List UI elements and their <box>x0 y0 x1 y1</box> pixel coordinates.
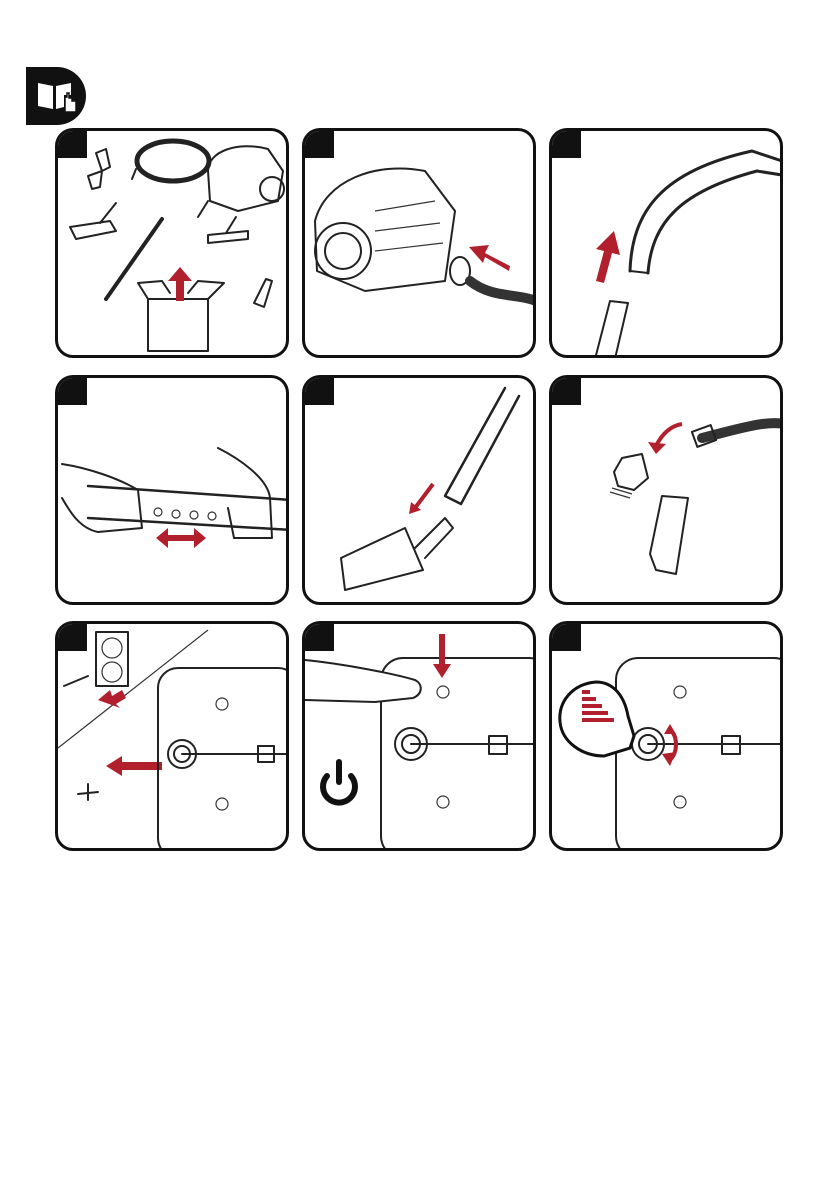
step-panel-4 <box>55 375 289 605</box>
step-panel-3 <box>549 128 783 358</box>
hose-icon <box>692 423 783 447</box>
tube-icon <box>594 301 628 358</box>
plug-icon <box>64 676 98 800</box>
step-panel-2 <box>302 128 536 358</box>
power-icon <box>323 762 355 803</box>
hose-icon <box>450 257 536 306</box>
arrow-icon <box>469 245 510 271</box>
floor-nozzle-icon <box>341 518 453 590</box>
box-icon <box>138 267 224 351</box>
brush-nozzle-icon <box>88 149 110 189</box>
hands-icon <box>62 448 272 538</box>
step-panel-7 <box>55 621 289 851</box>
handle-icon <box>630 151 782 273</box>
brush-nozzle-icon <box>610 454 648 498</box>
telescopic-tube-icon <box>88 486 289 530</box>
crevice-tool-icon <box>650 496 688 574</box>
floor-nozzle-icon <box>70 203 116 239</box>
step-panel-9 <box>549 621 783 851</box>
socket-icon <box>96 632 128 686</box>
step-panel-6 <box>549 375 783 605</box>
arrow-icon <box>106 756 162 776</box>
curved-arrow-icon <box>648 424 682 454</box>
vacuum-top-icon <box>158 668 289 851</box>
vacuum-body-icon <box>315 168 455 291</box>
step-panel-8 <box>302 621 536 851</box>
arrow-icon <box>596 231 620 283</box>
step-panel-5 <box>302 375 536 605</box>
tube-icon <box>445 388 519 504</box>
arrow-icon <box>433 634 451 678</box>
hose-icon <box>132 141 209 181</box>
hand-icon <box>305 660 421 702</box>
vacuum-top-icon <box>616 658 783 851</box>
double-arrow-icon <box>156 528 206 548</box>
step-panel-1 <box>55 128 289 358</box>
arrow-icon <box>409 484 433 514</box>
parquet-nozzle-icon <box>208 217 248 243</box>
book-hand-icon <box>26 67 86 125</box>
crevice-tool-icon <box>254 279 272 307</box>
power-level-icon <box>560 682 634 756</box>
